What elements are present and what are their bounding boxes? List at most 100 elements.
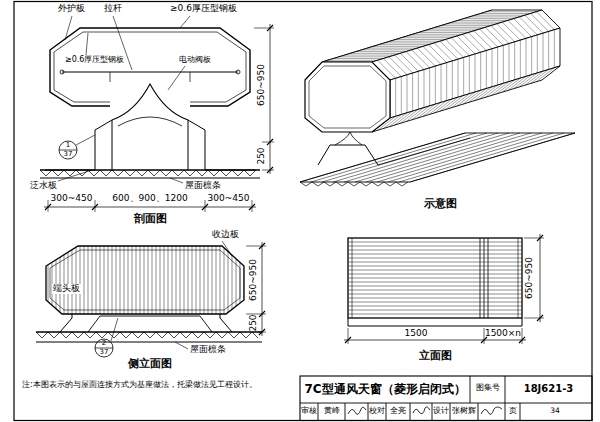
table-cell: 审核: [301, 407, 317, 415]
corrugation-line: [412, 73, 413, 111]
corrugation-line: [536, 68, 554, 82]
corrugation-line: [475, 15, 525, 16]
table-cell: 页: [509, 407, 517, 415]
table-cell: 18J621-3: [524, 383, 574, 394]
section-view: [62, 72, 238, 73]
part-label: 外护板: [58, 4, 85, 14]
part-label: 端头板: [52, 284, 81, 294]
corrugation-line: [463, 90, 481, 104]
elevation-view: [344, 234, 544, 344]
corrugation-line: [468, 89, 486, 103]
corrugation-line: [348, 286, 522, 287]
corrugation-line: [348, 278, 522, 279]
sheet-frame: [520, 403, 521, 420]
corrugation-line: [216, 246, 217, 314]
corrugation-line: [508, 76, 526, 90]
hood-face: [372, 66, 560, 132]
callout-number: 2: [102, 340, 106, 348]
corrugation-line: [509, 44, 510, 82]
elevation-view: [348, 238, 522, 318]
section-view: [188, 120, 255, 170]
corrugation-line: [412, 106, 430, 120]
corrugation-line: [72, 246, 73, 314]
roof-sheet: [355, 133, 520, 182]
corrugation-line: [503, 45, 504, 83]
corrugation-line: [384, 42, 434, 43]
corrugation-line: [407, 75, 408, 113]
corrugation-line: [64, 246, 65, 314]
corrugation-line: [400, 109, 418, 123]
corrugation-line: [435, 66, 436, 104]
perspective-view: [335, 132, 362, 145]
corrugation-line: [458, 20, 508, 21]
corrugation-line: [348, 242, 522, 243]
section-view: [267, 25, 273, 173]
signature: [413, 407, 430, 414]
section-view: [58, 170, 92, 181]
corrugation-line: [446, 39, 464, 57]
elevation-view: [484, 328, 485, 344]
corrugation-line: [80, 246, 81, 314]
corrugation-line: [328, 60, 378, 61]
roof-sheet: [388, 133, 553, 182]
corrugation-line: [348, 262, 522, 263]
perspective-view: [300, 132, 575, 182]
hood-end: [305, 62, 390, 132]
corrugation-line: [474, 31, 492, 49]
corrugation-line: [348, 258, 522, 259]
dimension: 650~950: [525, 257, 535, 299]
signature: [348, 407, 366, 414]
corrugation-line: [367, 48, 417, 49]
corrugation-line: [116, 246, 117, 314]
corrugation-line: [485, 27, 503, 45]
sheet-frame: [450, 403, 451, 420]
corrugation-line: [418, 71, 419, 109]
section-view: [60, 70, 64, 74]
part-label: 屋面檩条: [185, 181, 221, 191]
corrugation-line: [430, 29, 480, 30]
corrugation-line: [486, 51, 487, 89]
section-view: [118, 117, 182, 126]
dimension: 650~950: [257, 64, 267, 106]
section-view: [40, 169, 260, 170]
corrugation-line: [412, 50, 430, 68]
corrugation-line: [400, 53, 418, 71]
corrugation-line: [469, 56, 470, 94]
corrugation-line: [339, 56, 389, 57]
corrugation-line: [348, 290, 522, 291]
elevation-view: [518, 238, 519, 318]
corrugation-line: [519, 73, 537, 87]
corrugation-line: [156, 246, 157, 314]
corrugation-line: [84, 246, 85, 314]
part-label: 电动阀板: [178, 56, 212, 65]
section-view: [270, 24, 271, 174]
corrugation-line: [132, 246, 133, 314]
corrugation-line: [514, 42, 515, 80]
corrugation-line: [480, 85, 498, 99]
elevation-view: [352, 238, 353, 318]
sheet-frame: [300, 376, 592, 421]
sheet-frame: [470, 376, 471, 403]
corrugation-lines: [48, 246, 244, 314]
corrugation-line: [208, 246, 209, 314]
view-title: 剖面图: [134, 213, 167, 225]
side-elevation: [46, 246, 244, 314]
corrugation-line: [475, 54, 476, 92]
corrugation-line: [452, 61, 453, 99]
corrugation-line: [525, 71, 543, 85]
section-view: [86, 33, 88, 55]
corrugation-line: [362, 49, 412, 50]
side-elevation: [36, 341, 262, 342]
corrugation-line: [128, 246, 129, 314]
corrugation-line: [68, 246, 69, 314]
corrugation-line: [497, 80, 515, 94]
corrugation-line: [548, 31, 549, 69]
corrugation-line: [481, 13, 531, 14]
corrugation-line: [451, 94, 469, 108]
dimension: 600、900、1200: [112, 194, 187, 204]
corrugation-line: [112, 246, 113, 314]
corrugation-line: [424, 30, 474, 31]
corrugation-line: [457, 92, 475, 106]
corrugation-line: [492, 49, 493, 87]
